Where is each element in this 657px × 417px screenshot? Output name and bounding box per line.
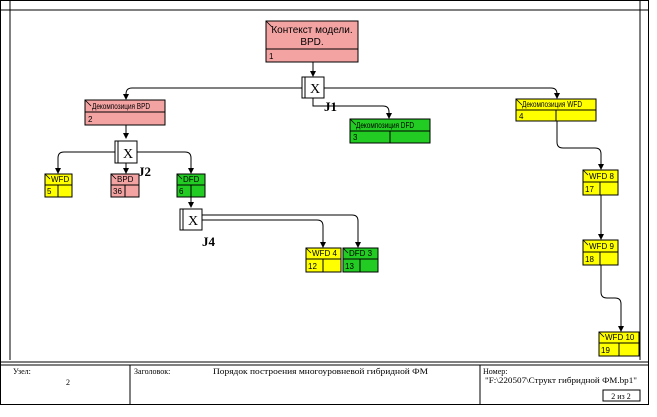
edge-j1-3 [312,98,392,119]
junction-j1[interactable]: X J1 [301,76,337,114]
node-13-label: DFD 3 [349,249,373,258]
node-4-number: 4 [519,112,524,121]
footer-node-label: Узел: [13,367,31,376]
node-5-number: 5 [47,187,52,196]
junction-j2-symbol: X [123,147,133,162]
node-2[interactable]: Декомпозиция BPD 2 [84,99,166,126]
junction-j1-symbol: X [310,82,320,97]
node-5[interactable]: WFD 5 [44,173,73,198]
footer-page: 2 из 2 [611,392,630,401]
node-17-number: 17 [585,185,594,194]
junction-j1-label: J1 [324,99,337,114]
footer-title-value: Порядок построения многоуровневой гибрид… [213,367,428,376]
edge-j2-5 [55,151,116,174]
footer-node-value: 2 [66,378,70,387]
node-6[interactable]: DFD 6 [176,173,206,198]
node-19-number: 19 [601,346,610,355]
edge-18-19 [600,265,624,332]
node-17-label: WFD 8 [589,172,614,181]
node-12-number: 12 [308,262,317,271]
node-3[interactable]: Декомпозиция DFD 3 [349,118,431,144]
footer-number-value: "F:\220507\Структ гибридной ФМ.bp1" [485,376,637,385]
node-18-label: WFD 9 [589,242,614,251]
node-17[interactable]: WFD 8 17 [582,169,619,196]
footer-title-label: Заголовок: [134,367,170,376]
node-18[interactable]: WFD 9 18 [582,239,619,266]
node-6-number: 6 [179,187,184,196]
node-context-box [265,20,359,63]
footer-number-label: Номер: [483,367,507,376]
node-context-number: 1 [269,52,274,61]
junction-j4[interactable]: X J4 [179,208,216,249]
edge-j1-2 [123,87,303,100]
node-2-number: 2 [88,115,93,124]
junction-j2-label: J2 [138,164,151,179]
node-context[interactable]: Контекст модели. BPD. 1 [265,20,359,63]
node-context-title: Контекст модели. [271,25,352,36]
node-19[interactable]: WFD 10 19 [598,331,640,357]
node-13-number: 13 [345,262,354,271]
node-13[interactable]: DFD 3 13 [342,247,379,273]
node-36-number: 36 [113,187,122,196]
edge-j1-4 [323,87,560,99]
node-36[interactable]: BPD 36 [110,173,140,198]
node-12[interactable]: WFD 4 12 [305,247,342,273]
node-3-number: 3 [353,133,358,142]
node-12-label: WFD 4 [312,249,337,258]
junction-j4-symbol: X [188,214,198,229]
node-4-label: Декомпозиция WFD [522,100,582,109]
node-5-label: WFD [51,175,69,184]
node-6-label: DFD [183,175,200,184]
footer: Узел: 2 Заголовок: Порядок построения мн… [0,361,649,404]
junction-j4-label: J4 [202,234,216,249]
node-context-subtitle: BPD. [300,37,323,48]
edge-4-17 [556,121,604,170]
edge-j4-12 [201,219,326,248]
junction-j2[interactable]: X J2 [114,140,151,179]
connectors [55,62,624,332]
node-2-label: Декомпозиция BPD [92,102,150,111]
node-4[interactable]: Декомпозиция WFD 4 [515,98,597,122]
node-18-number: 18 [585,255,594,264]
node-3-label: Декомпозиция DFD [356,121,414,130]
page-frame [0,0,649,405]
node-19-label: WFD 10 [605,333,635,342]
edge-j4-13 [201,214,361,248]
node-36-label: BPD [117,175,134,184]
edge-j2-6 [136,151,194,174]
